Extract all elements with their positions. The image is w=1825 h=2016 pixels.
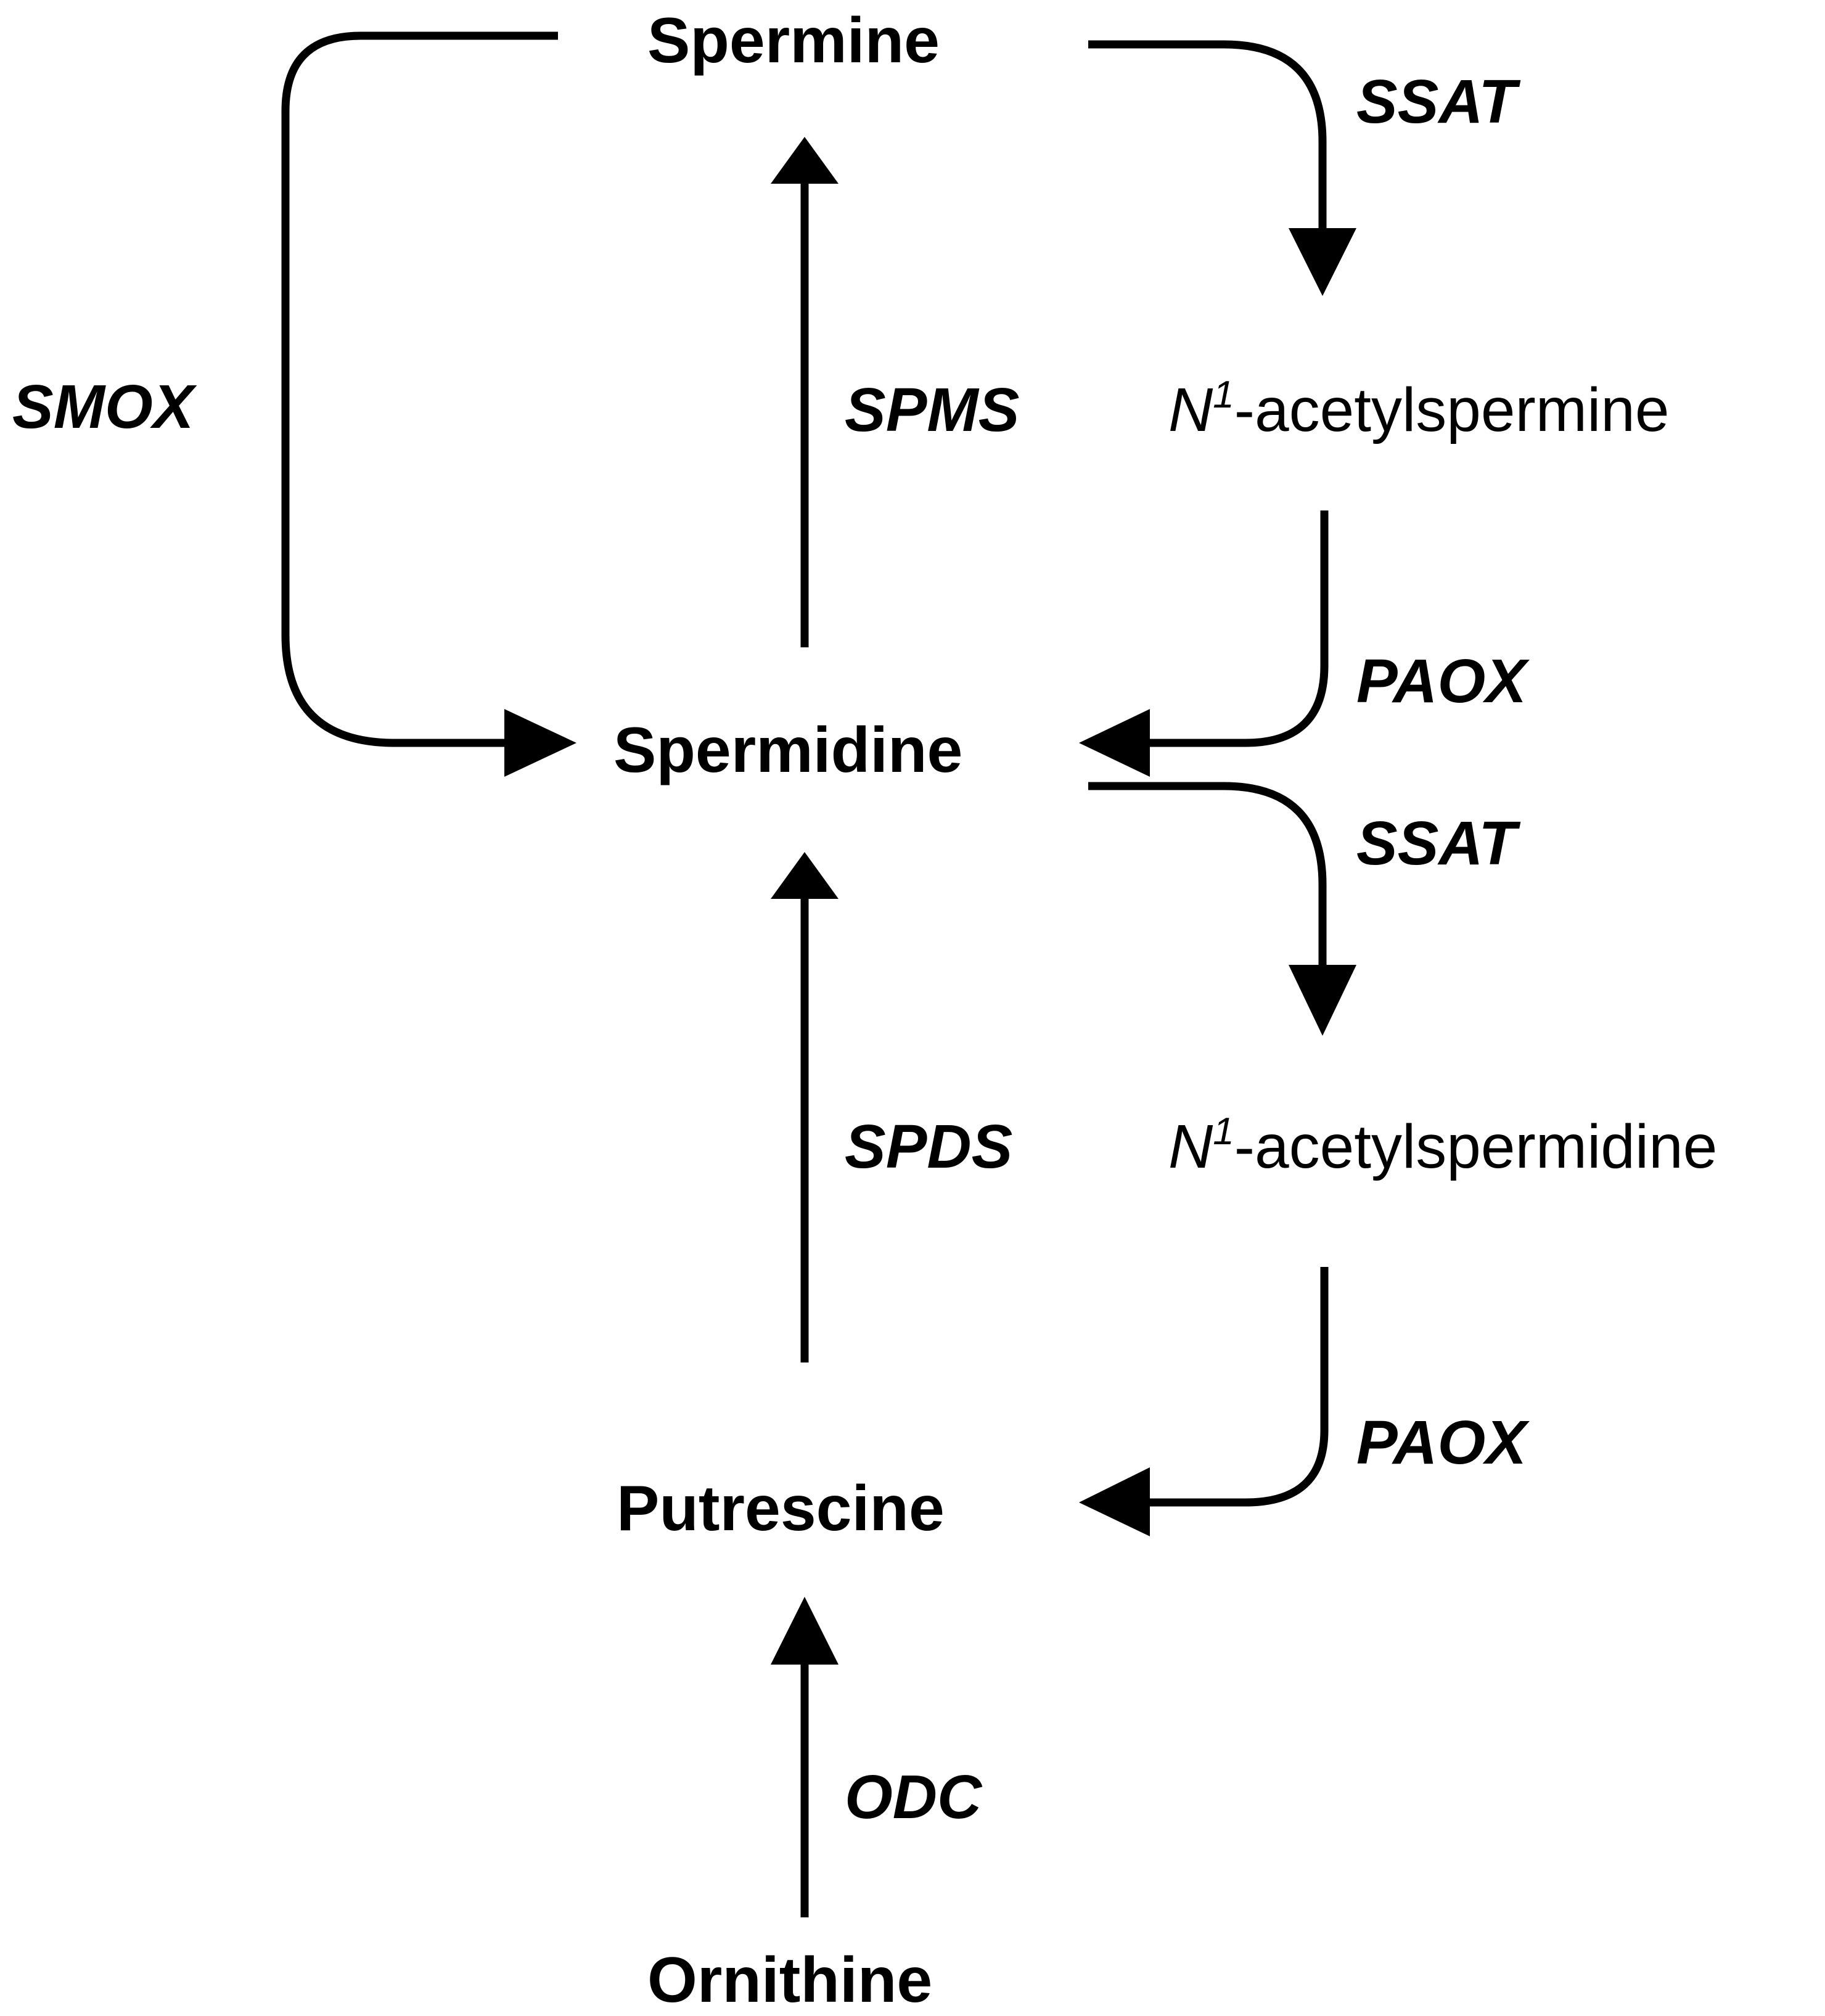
enzyme-label-ssat-spermidine: SSAT <box>1356 809 1517 878</box>
arrow-smox <box>281 31 558 747</box>
acetylspermine-prefix: N <box>1168 375 1213 445</box>
enzyme-label-odc: ODC <box>845 1763 982 1832</box>
arrowhead-paox-spermine <box>1079 709 1150 777</box>
label-putrescine: Putrescine <box>617 1473 945 1544</box>
acetylspermidine-prefix: N <box>1168 1112 1213 1181</box>
arrowhead-ssat-spermine <box>1289 228 1356 296</box>
arrowhead-smox <box>504 709 576 777</box>
arrow-ssat-spermidine <box>1088 782 1327 968</box>
arrowhead-paox-spermidine <box>1079 1467 1150 1536</box>
arrowhead-spds <box>771 852 839 899</box>
label-n1-acetylspermidine: N1-acetylspermidine <box>1168 1113 1717 1178</box>
arrowhead-spms <box>771 137 839 184</box>
arrow-paox-spermidine <box>1144 1267 1329 1507</box>
acetylspermine-suffix: -acetylspermine <box>1234 375 1670 445</box>
acetylspermidine-superscript: 1 <box>1213 1110 1234 1153</box>
arrowhead-odc <box>771 1597 839 1665</box>
label-n1-acetylspermine: N1-acetylspermine <box>1168 376 1670 441</box>
acetylspermidine-suffix: -acetylspermidine <box>1234 1112 1718 1181</box>
label-spermine: Spermine <box>647 5 940 76</box>
enzyme-label-spds: SPDS <box>845 1112 1013 1181</box>
acetylspermine-superscript: 1 <box>1213 374 1234 416</box>
label-ornithine: Ornithine <box>647 1944 933 2016</box>
enzyme-label-paox-spermidine: PAOX <box>1356 1408 1527 1477</box>
arrow-ssat-spermine <box>1088 40 1327 231</box>
arrowhead-ssat-spermidine <box>1289 965 1356 1036</box>
label-spermidine: Spermidine <box>613 715 963 786</box>
arrow-paox-spermine <box>1144 510 1329 747</box>
enzyme-label-ssat-spermine: SSAT <box>1356 67 1517 136</box>
enzyme-label-smox: SMOX <box>12 372 194 441</box>
enzyme-label-paox-spermine: PAOX <box>1356 647 1527 716</box>
enzyme-label-spms: SPMS <box>845 375 1020 445</box>
